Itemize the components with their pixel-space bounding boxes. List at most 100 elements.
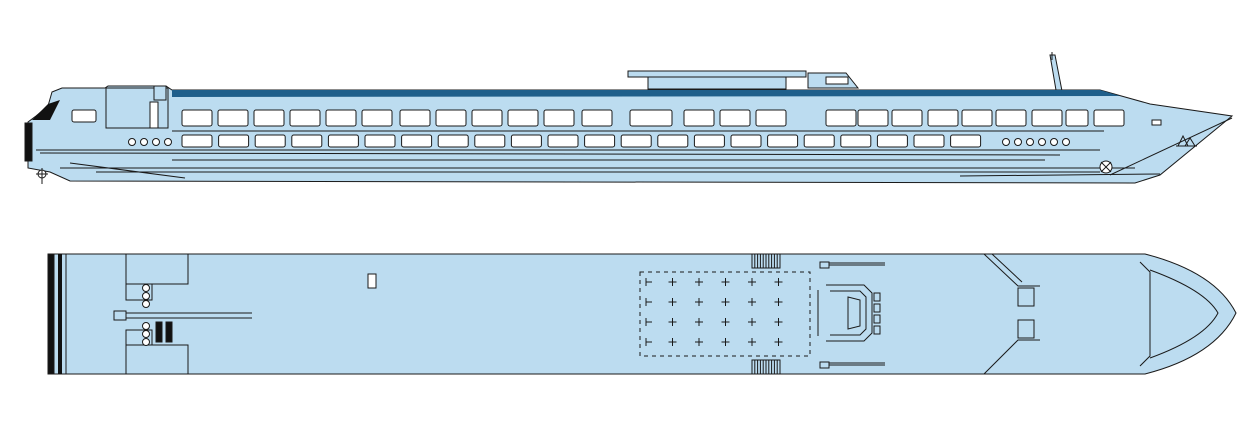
window (254, 134, 286, 148)
window (218, 134, 250, 148)
window (629, 109, 673, 127)
window (291, 134, 323, 148)
porthole (1014, 138, 1022, 146)
upper-window-row (181, 109, 1125, 127)
vent (142, 338, 150, 346)
deck-chair (774, 318, 783, 326)
deck-chair (774, 278, 783, 286)
deck-outline (47, 253, 1237, 375)
hull-lines (36, 117, 1233, 179)
porthole (1002, 138, 1010, 146)
lower-window-row (181, 134, 982, 148)
window (289, 109, 321, 127)
window (364, 134, 396, 148)
stair-grates (751, 253, 781, 375)
window (767, 134, 799, 148)
window (840, 134, 872, 148)
deck-chair (748, 318, 756, 326)
deck-chair (748, 278, 756, 286)
window (1093, 109, 1125, 127)
side-profile-view (24, 52, 1234, 184)
window (693, 134, 725, 148)
window (876, 134, 908, 148)
vent (142, 322, 150, 330)
bow-logo (1151, 119, 1197, 147)
window (683, 109, 715, 127)
window (399, 109, 431, 127)
window (755, 109, 787, 127)
window (327, 134, 359, 148)
porthole (152, 138, 160, 146)
stern-bumper (24, 122, 33, 162)
vent (142, 330, 150, 338)
window (325, 109, 357, 127)
window (471, 109, 503, 127)
deck-chair (721, 338, 730, 346)
bow-anchor-mark (1099, 160, 1113, 174)
hatch (367, 273, 377, 289)
deck-chair (668, 278, 677, 286)
window (474, 134, 506, 148)
window (857, 109, 889, 127)
deck-chair (774, 298, 783, 306)
wheelhouse (71, 85, 169, 129)
forward-structures (983, 253, 1040, 375)
window (657, 134, 689, 148)
bow-inner-line (1149, 269, 1219, 359)
porthole (140, 138, 148, 146)
deck-chair (721, 318, 730, 326)
window (510, 134, 542, 148)
window (543, 109, 575, 127)
window (961, 109, 993, 127)
stern-cap (32, 100, 60, 120)
porthole (164, 138, 172, 146)
window (719, 109, 751, 127)
side-rails (819, 261, 885, 369)
porthole (1062, 138, 1070, 146)
window (1031, 109, 1063, 127)
deck-chair (645, 318, 652, 326)
window (1065, 109, 1089, 127)
stair-grate (751, 359, 781, 375)
window (581, 109, 613, 127)
deck-chair (645, 298, 652, 306)
window (507, 109, 539, 127)
window (435, 109, 467, 127)
porthole (1038, 138, 1046, 146)
deck-chair (721, 298, 730, 306)
window (584, 134, 616, 148)
window (217, 109, 249, 127)
window (927, 109, 959, 127)
window (995, 109, 1027, 127)
porthole-set (128, 138, 1070, 146)
deck-chair (748, 338, 756, 346)
propeller (36, 168, 48, 184)
deck-chair-grid (645, 278, 783, 346)
deck-chair (748, 298, 756, 306)
vent (142, 300, 150, 308)
bow-outer-line (1139, 261, 1151, 367)
deck-chair (668, 338, 677, 346)
vent (142, 292, 150, 300)
window (620, 134, 652, 148)
window (253, 109, 285, 127)
deck-chair (695, 278, 703, 286)
window (913, 134, 945, 148)
wheelhouse-console (817, 284, 881, 342)
window (361, 109, 393, 127)
window (401, 134, 433, 148)
stair-grate (751, 253, 781, 269)
window (891, 109, 923, 127)
deck-chair (645, 338, 652, 346)
roof-accent (172, 90, 1120, 97)
deck-chair (695, 338, 703, 346)
porthole (128, 138, 136, 146)
deck-chair (668, 298, 677, 306)
deck-chair (774, 338, 783, 346)
window (825, 109, 857, 127)
sun-deck-canopy (627, 70, 860, 90)
porthole (1050, 138, 1058, 146)
stern-edge (47, 253, 55, 375)
